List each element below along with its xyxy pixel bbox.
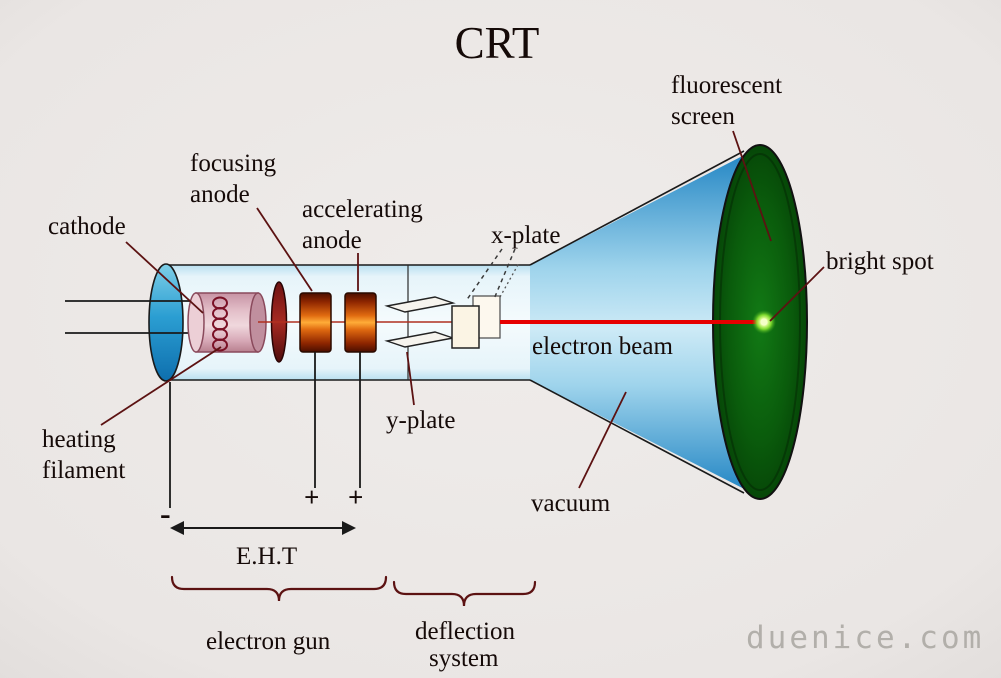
x-plate-perspective-dots (499, 262, 520, 298)
x-plate-pointer-1 (465, 248, 503, 302)
cone-outline-top (529, 150, 745, 266)
cone-outline-bottom (529, 379, 745, 494)
focusing-anode-pointer (256, 207, 313, 292)
label-fluorescent-screen-line1: fluorescent (671, 72, 782, 99)
x-plate-pointer-2 (493, 248, 516, 300)
label-focusing-anode-line2: anode (190, 181, 250, 208)
label-electron-beam: electron beam (532, 333, 673, 360)
fluorescent-screen-pointer (732, 130, 772, 242)
label-eht: E.H.T (236, 543, 297, 570)
eht-circuit (169, 352, 361, 535)
deflection-system-brace (392, 580, 537, 607)
heating-filament-coil (212, 296, 228, 352)
label-deflection-system-line1: deflection (415, 618, 515, 645)
label-heating-filament-line1: heating (42, 426, 116, 453)
focusing-anode (299, 292, 332, 353)
label-accelerating-anode-line1: accelerating (302, 196, 423, 223)
cathode-cap-left (187, 292, 205, 353)
label-vacuum: vacuum (531, 490, 611, 517)
page-title: CRT (455, 18, 540, 68)
deflection-plates (384, 262, 520, 349)
label-cathode: cathode (48, 213, 126, 240)
accelerating-anode (344, 292, 377, 353)
label-focusing-anode-line1: focusing (190, 150, 277, 177)
cathode-pointer (125, 241, 204, 314)
vacuum-pointer (578, 391, 627, 489)
symbol-focusing-plus: + (304, 482, 319, 512)
symbol-accelerating-plus: + (348, 482, 363, 512)
label-deflection-system-line2: system (429, 645, 499, 672)
label-bright-spot: bright spot (826, 248, 934, 275)
tube-end-cap (148, 263, 184, 382)
label-x-plate: x-plate (491, 222, 560, 249)
label-fluorescent-screen-line2: screen (671, 103, 735, 130)
label-accelerating-anode-line2: anode (302, 227, 362, 254)
label-pointers (100, 130, 825, 489)
bright-spot-core (760, 318, 768, 326)
diagram-labels: fluorescent screen cathode focusing anod… (42, 72, 934, 672)
watermark: duenice.com (746, 620, 984, 656)
label-electron-gun: electron gun (206, 628, 331, 655)
y-plate-top (384, 296, 456, 313)
symbol-cathode-minus: - (160, 495, 171, 531)
label-y-plate: y-plate (386, 407, 455, 434)
eht-arrowhead-right (342, 521, 356, 535)
bright-spot-pointer (769, 266, 825, 322)
y-plate-pointer (406, 351, 415, 406)
x-plate-front (451, 305, 480, 349)
electron-gun-brace (170, 575, 388, 602)
label-heating-filament-line2: filament (42, 457, 125, 484)
eht-arrowhead-left (170, 521, 184, 535)
heating-filament-pointer (100, 346, 222, 426)
